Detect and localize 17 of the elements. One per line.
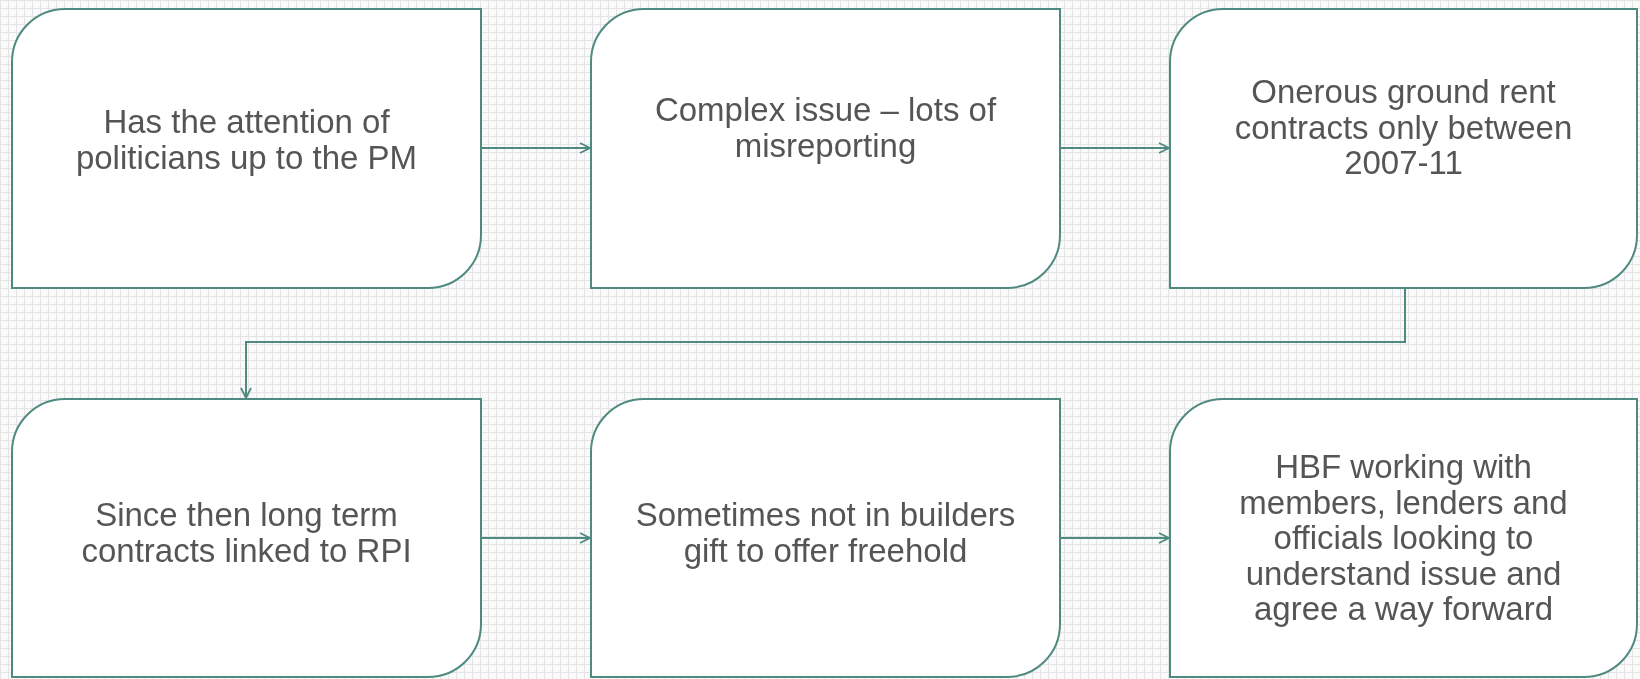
box-text: Complex issue – lots of misreporting <box>653 91 998 164</box>
process-box <box>590 8 1061 289</box>
box-text: Since then long term contracts linked to RPI <box>80 497 413 569</box>
arrow <box>240 288 1406 399</box>
box-text: Sometimes not in builders gift to offer freehold <box>634 497 1017 569</box>
arrow <box>481 142 591 154</box>
box-text: HBF working with members, lenders and officials looking to understand issue and agree a way forward <box>1238 448 1569 628</box>
process-box <box>1169 398 1638 678</box>
arrow <box>1060 142 1170 154</box>
box-text: Onerous ground rent contracts only between 2007-11 <box>1233 74 1574 181</box>
arrow <box>481 532 591 544</box>
process-box <box>11 398 482 678</box>
arrow <box>1060 532 1170 544</box>
box-text: Has the attention of politicians up to the PM <box>74 103 419 176</box>
process-box <box>590 398 1061 678</box>
process-box <box>11 8 482 289</box>
process-box <box>1169 8 1638 289</box>
